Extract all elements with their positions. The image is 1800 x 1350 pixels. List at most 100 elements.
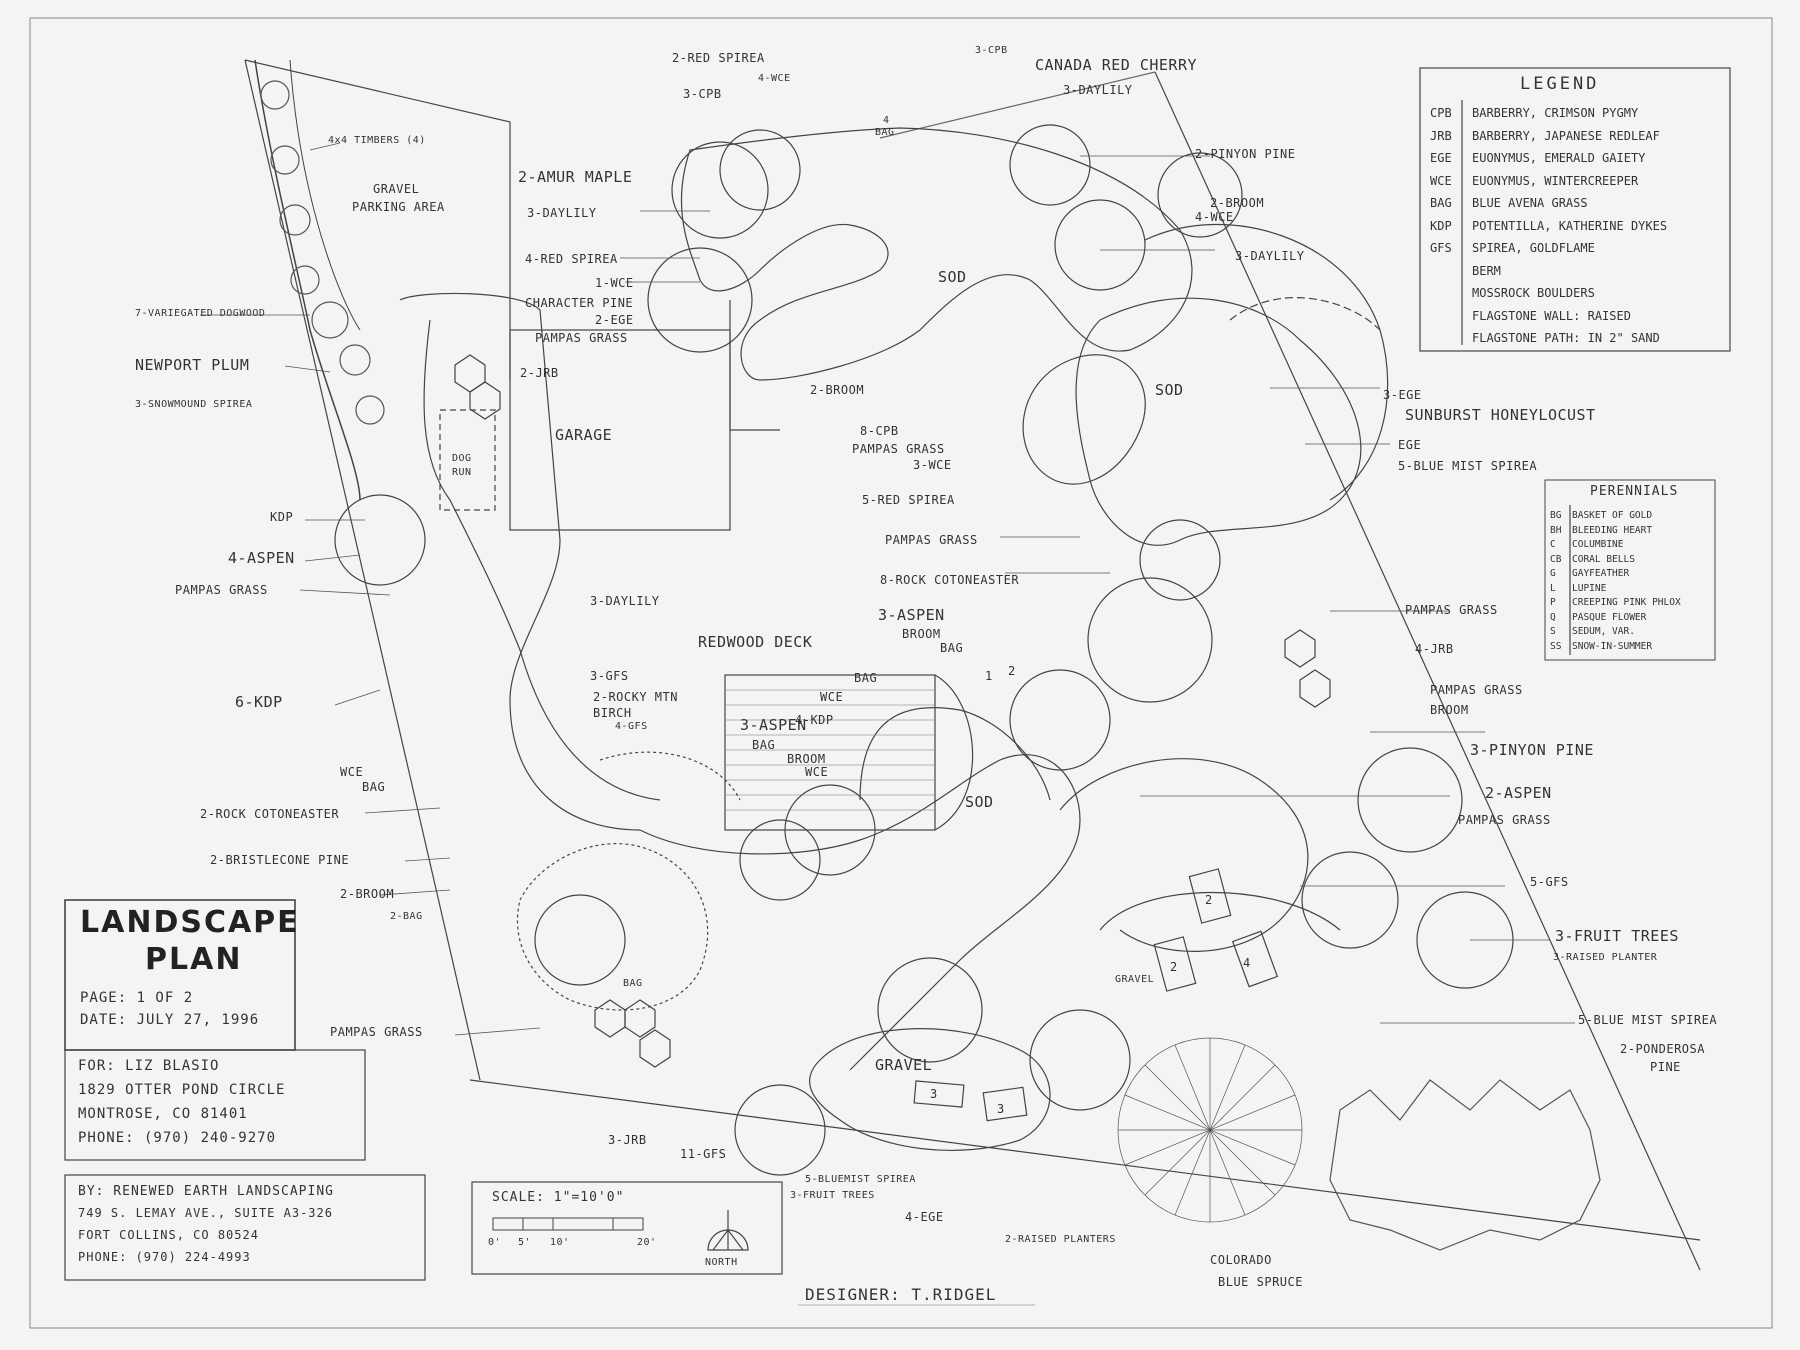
plan-title-line1: LANDSCAPE bbox=[80, 905, 300, 940]
firm-city: FORT COLLINS, CO 80524 bbox=[78, 1228, 259, 1242]
plant-label-bristle: 2-BRISTLECONE PINE bbox=[210, 853, 350, 867]
perennial-name: BASKET OF GOLD bbox=[1572, 510, 1653, 521]
plant-label-broom3: BROOM bbox=[787, 752, 826, 766]
plant-label-pampas4: PAMPAS GRASS bbox=[852, 442, 945, 456]
plant-label-gravel1: GRAVEL bbox=[1115, 974, 1155, 985]
perennials-title: PERENNIALS bbox=[1590, 484, 1679, 499]
legend-code: KDP bbox=[1430, 218, 1452, 233]
plant-label-gfs11: 11-GFS bbox=[680, 1147, 727, 1161]
legend-code: BAG bbox=[1430, 196, 1452, 210]
perennial-name: GAYFEATHER bbox=[1572, 568, 1630, 579]
perennial-name: SEDUM, VAR. bbox=[1572, 626, 1635, 637]
plant-label-canada: CANADA RED CHERRY bbox=[1035, 56, 1198, 74]
plant-label-broom2b: 2-BROOM bbox=[1210, 196, 1265, 210]
plant-label-colorado2: BLUE SPRUCE bbox=[1218, 1275, 1303, 1289]
plant-label-wce5: WCE bbox=[820, 690, 844, 704]
dog-run bbox=[439, 409, 496, 511]
plant-label-cpb8: 8-CPB bbox=[860, 424, 899, 438]
plant-label-garage: GARAGE bbox=[555, 426, 613, 444]
plant-label-rockcot8: 8-ROCK COTONEASTER bbox=[880, 573, 1020, 587]
plant-label-wce4b: 4-WCE bbox=[1195, 210, 1234, 224]
legend-code: EGE bbox=[1430, 151, 1452, 165]
scale-label: SCALE: 1"=10'0" bbox=[492, 1190, 625, 1205]
plant-label-pampas8: PAMPAS GRASS bbox=[1458, 813, 1551, 827]
client-city: MONTROSE, CO 81401 bbox=[78, 1106, 248, 1122]
sheet-border bbox=[29, 17, 1773, 1329]
plant-label-pampas3: PAMPAS GRASS bbox=[535, 331, 628, 345]
plant-label-gravel_parking: GRAVEL bbox=[373, 182, 420, 196]
legend-name: FLAGSTONE PATH: IN 2" SAND bbox=[1472, 331, 1660, 345]
legend-title: LEGEND bbox=[1520, 74, 1600, 94]
plant-label-bag4: 4 bbox=[883, 115, 890, 126]
plant-label-pampas5: PAMPAS GRASS bbox=[885, 533, 978, 547]
plant-label-pinyon3: 3-PINYON PINE bbox=[1470, 741, 1594, 759]
legend-code: CPB bbox=[1430, 106, 1452, 120]
plant-label-gravel_parking2: PARKING AREA bbox=[352, 200, 445, 214]
scale-tick-0: 0' bbox=[488, 1237, 502, 1248]
legend-code: GFS bbox=[1430, 241, 1452, 255]
garage-outline bbox=[509, 329, 731, 531]
plant-label-dog: DOG bbox=[452, 453, 472, 464]
perennial-code: S bbox=[1550, 626, 1556, 637]
plant-label-redspirea4: 4-RED SPIREA bbox=[525, 252, 618, 266]
plant-label-broom2c: 2-BROOM bbox=[810, 383, 865, 397]
plant-label-variegated: 7-VARIEGATED DOGWOOD bbox=[135, 308, 266, 319]
legend-row: BERM bbox=[1430, 264, 1501, 278]
plant-label-pampas7: PAMPAS GRASS bbox=[1430, 683, 1523, 697]
designer-credit: DESIGNER: T.RIDGEL bbox=[805, 1285, 997, 1304]
property-line bbox=[244, 59, 511, 380]
plant-label-ponderosa: 2-PONDEROSA bbox=[1620, 1042, 1705, 1056]
plant-label-bluemist5: 5-BLUE MIST SPIREA bbox=[1398, 459, 1538, 473]
perennial-code: P bbox=[1550, 597, 1556, 608]
plant-label-wce1: WCE bbox=[340, 765, 364, 779]
plant-label-colorado: COLORADO bbox=[1210, 1253, 1272, 1267]
plant-label-bag8: BAG bbox=[623, 978, 643, 989]
north-bed bbox=[680, 127, 1193, 381]
plant-label-broom4: BROOM bbox=[1430, 703, 1469, 717]
legend-row: KDP POTENTILLA, KATHERINE DYKES bbox=[1430, 219, 1667, 233]
plant-label-bag5: BAG bbox=[940, 641, 964, 655]
legend-row: MOSSROCK BOULDERS bbox=[1430, 286, 1595, 300]
legend-name: BERM bbox=[1472, 263, 1501, 278]
redwood-deck bbox=[724, 674, 936, 831]
plant-label-bag2: 2-BAG bbox=[390, 911, 423, 922]
plan-date: DATE: JULY 27, 1996 bbox=[80, 1012, 260, 1028]
legend-code: WCE bbox=[1430, 173, 1452, 188]
plant-label-ege2: 2-EGE bbox=[595, 313, 634, 327]
plant-label-redspirea2: 2-RED SPIREA bbox=[672, 51, 765, 65]
plant-label-wce1b: 1-WCE bbox=[595, 276, 634, 290]
plant-label-sod2: SOD bbox=[1155, 381, 1184, 399]
plant-label-birch: BIRCH bbox=[593, 706, 632, 720]
north-label: NORTH bbox=[705, 1257, 738, 1268]
plant-label-dog2: RUN bbox=[452, 467, 472, 478]
property-line-south bbox=[469, 1079, 1701, 1241]
blue-spruce-symbol bbox=[1117, 1037, 1303, 1223]
plant-label-aspen3: 3-ASPEN bbox=[878, 606, 945, 624]
plant-label-aspen3b: 3-ASPEN bbox=[740, 716, 807, 734]
plant-label-daylily3c: 3-DAYLILY bbox=[1235, 249, 1305, 263]
plant-label-snowmound: 3-SNOWMOUND SPIREA bbox=[135, 399, 253, 410]
plant-label-redwood: REDWOOD DECK bbox=[698, 633, 813, 651]
plant-label-wce4: 4-WCE bbox=[758, 73, 791, 84]
plant-label-rockymtn: 2-ROCKY MTN bbox=[593, 690, 678, 704]
plant-label-fruit3b: 3-FRUIT TREES bbox=[790, 1190, 875, 1201]
perennial-name: CREEPING PINK PHLOX bbox=[1572, 597, 1681, 608]
plan-title-line2: PLAN bbox=[145, 942, 243, 977]
plant-label-kdp4: 4-KDP bbox=[795, 713, 834, 727]
perennial-name: LUPINE bbox=[1572, 582, 1607, 594]
legend-name: POTENTILLA, KATHERINE DYKES bbox=[1472, 218, 1668, 233]
legend-row: FLAGSTONE PATH: IN 2" SAND bbox=[1430, 331, 1660, 345]
plant-label-daylily3d: 3-DAYLILY bbox=[590, 594, 660, 608]
plant-label-bag7: BAG bbox=[752, 738, 776, 752]
plant-label-cpb3b: 3-CPB bbox=[975, 45, 1008, 56]
plant-label-jrb3: 3-JRB bbox=[608, 1133, 647, 1147]
plant-label-fruit3: 3-FRUIT TREES bbox=[1555, 927, 1679, 945]
